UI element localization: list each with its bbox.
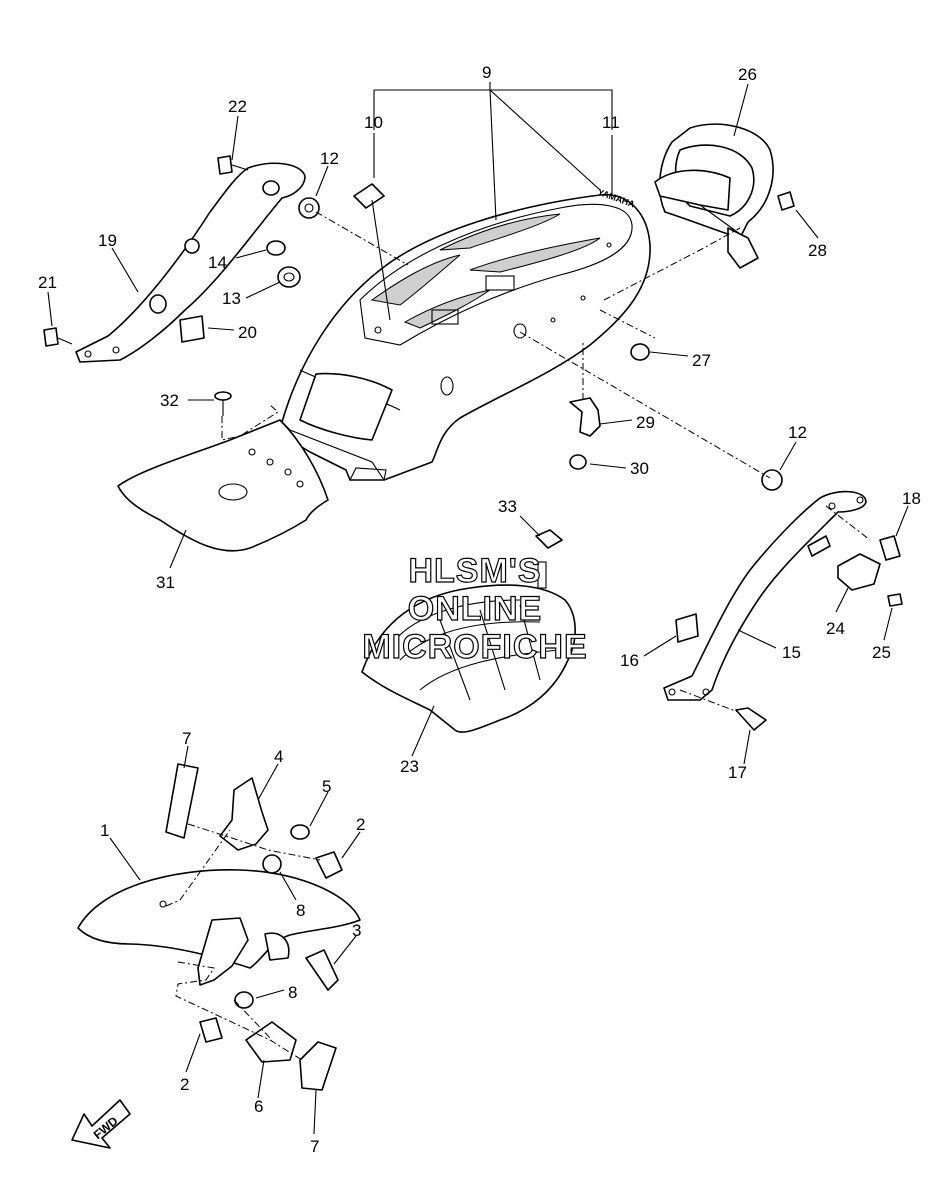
- callout-6: 6: [254, 1097, 263, 1116]
- callout-15: 15: [782, 643, 801, 662]
- callout-24: 24: [826, 619, 845, 638]
- callout-7: 7: [182, 729, 191, 748]
- watermark-line-1: HLSM'S: [408, 552, 541, 590]
- watermark-line-3: MICROFICHE: [362, 628, 587, 666]
- inner-fender: [361, 561, 576, 733]
- callout-8: 8: [296, 901, 305, 920]
- callout-12: 12: [788, 423, 807, 442]
- callout-21: 21: [38, 273, 57, 292]
- assembly-lines: [165, 211, 871, 1061]
- callout-28: 28: [808, 241, 827, 260]
- callout-9: 9: [482, 63, 491, 82]
- callout-11: 11: [602, 113, 620, 132]
- callout-8: 8: [288, 983, 297, 1002]
- callout-27: 27: [692, 351, 711, 370]
- callout-2: 2: [356, 815, 365, 834]
- callout-10: 10: [364, 113, 383, 132]
- callout-13: 13: [222, 289, 241, 308]
- callout-3: 3: [352, 921, 361, 940]
- rear-fender: YAMAHA: [281, 187, 651, 481]
- small-parts: [43, 155, 903, 1091]
- callout-30: 30: [630, 459, 649, 478]
- callout-5: 5: [322, 777, 331, 796]
- leader-lines: [47, 82, 909, 1135]
- callout-23: 23: [400, 757, 419, 776]
- watermark: HLSM'S ONLINE MICROFICHE: [362, 551, 588, 666]
- callout-labels: 9 10 11 26 22 12 19 14 13 21 20 28 27 32…: [38, 63, 921, 1156]
- callout-19: 19: [98, 231, 117, 250]
- callout-4: 4: [274, 747, 283, 766]
- callout-33: 33: [498, 497, 517, 516]
- callout-22: 22: [228, 97, 247, 116]
- callout-20: 20: [238, 323, 257, 342]
- mud-flap: [117, 419, 329, 552]
- callout-7: 7: [310, 1137, 319, 1156]
- front-fender: [77, 869, 361, 986]
- watermark-line-2: ONLINE: [408, 590, 542, 628]
- callout-26: 26: [738, 65, 757, 84]
- fwd-arrow-icon: FWD: [71, 1099, 131, 1149]
- callout-16: 16: [620, 651, 639, 670]
- rear-stay-left: [75, 162, 306, 363]
- callout-1: 1: [100, 821, 109, 840]
- callout-25: 25: [872, 643, 891, 662]
- callout-31: 31: [156, 573, 175, 592]
- tail-light: [654, 123, 774, 269]
- callout-17: 17: [728, 763, 747, 782]
- callout-32: 32: [160, 391, 179, 410]
- callout-12: 12: [320, 149, 339, 168]
- callout-14: 14: [208, 253, 227, 272]
- rear-stay-right: [663, 490, 867, 701]
- callout-18: 18: [902, 489, 921, 508]
- callout-2: 2: [180, 1075, 189, 1094]
- callout-29: 29: [636, 413, 655, 432]
